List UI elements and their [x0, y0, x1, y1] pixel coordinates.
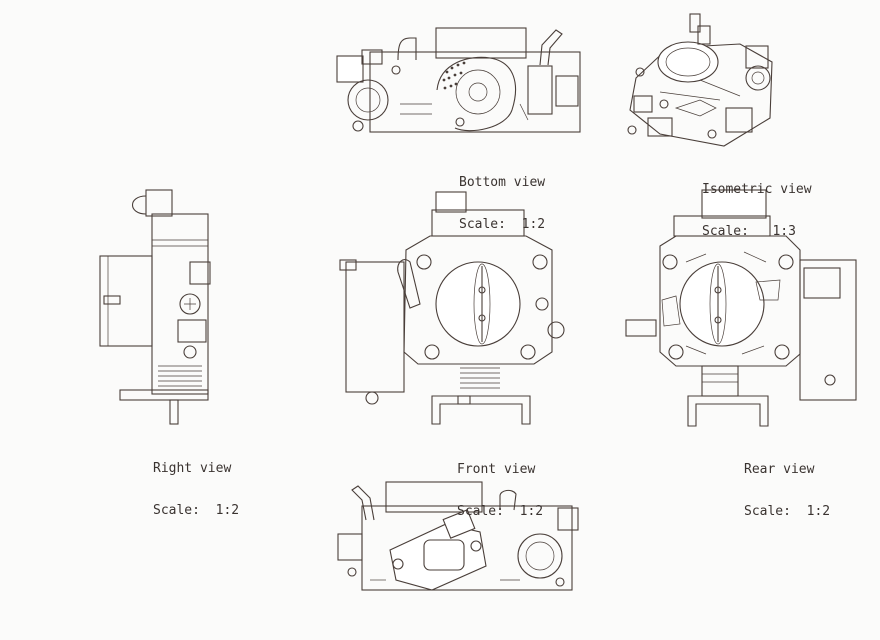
rear-view-drawing: [625, 189, 857, 427]
isometric-view-scale: Scale: 1:3: [702, 224, 796, 239]
front-view-scale: Scale: 1:2: [457, 504, 544, 519]
front-view-drawing: [339, 191, 565, 425]
bottom-view-label: Bottom view Scale: 1:2: [459, 148, 545, 246]
rear-view-scale: Scale: 1:2: [744, 504, 831, 519]
right-view-scale: Scale: 1:2: [153, 503, 240, 518]
rear-view-label: Rear view Scale: 1:2: [744, 435, 830, 533]
bottom-view-scale: Scale: 1:2: [459, 217, 546, 232]
top-view-drawing: [337, 481, 579, 591]
isometric-view-drawing: [627, 13, 773, 147]
right-view-label: Right view Scale: 1:2: [153, 434, 239, 532]
rear-view-name: Rear view: [744, 462, 815, 477]
front-view-name: Front view: [457, 462, 536, 477]
isometric-view-label: Isometric view Scale: 1:3: [702, 155, 812, 253]
bottom-view-name: Bottom view: [459, 175, 546, 190]
bottom-view-drawing: [336, 27, 581, 133]
right-view-name: Right view: [153, 461, 232, 476]
isometric-view-name: Isometric view: [702, 182, 812, 197]
right-view-drawing: [99, 189, 211, 425]
front-view-label: Front view Scale: 1:2: [457, 435, 543, 533]
